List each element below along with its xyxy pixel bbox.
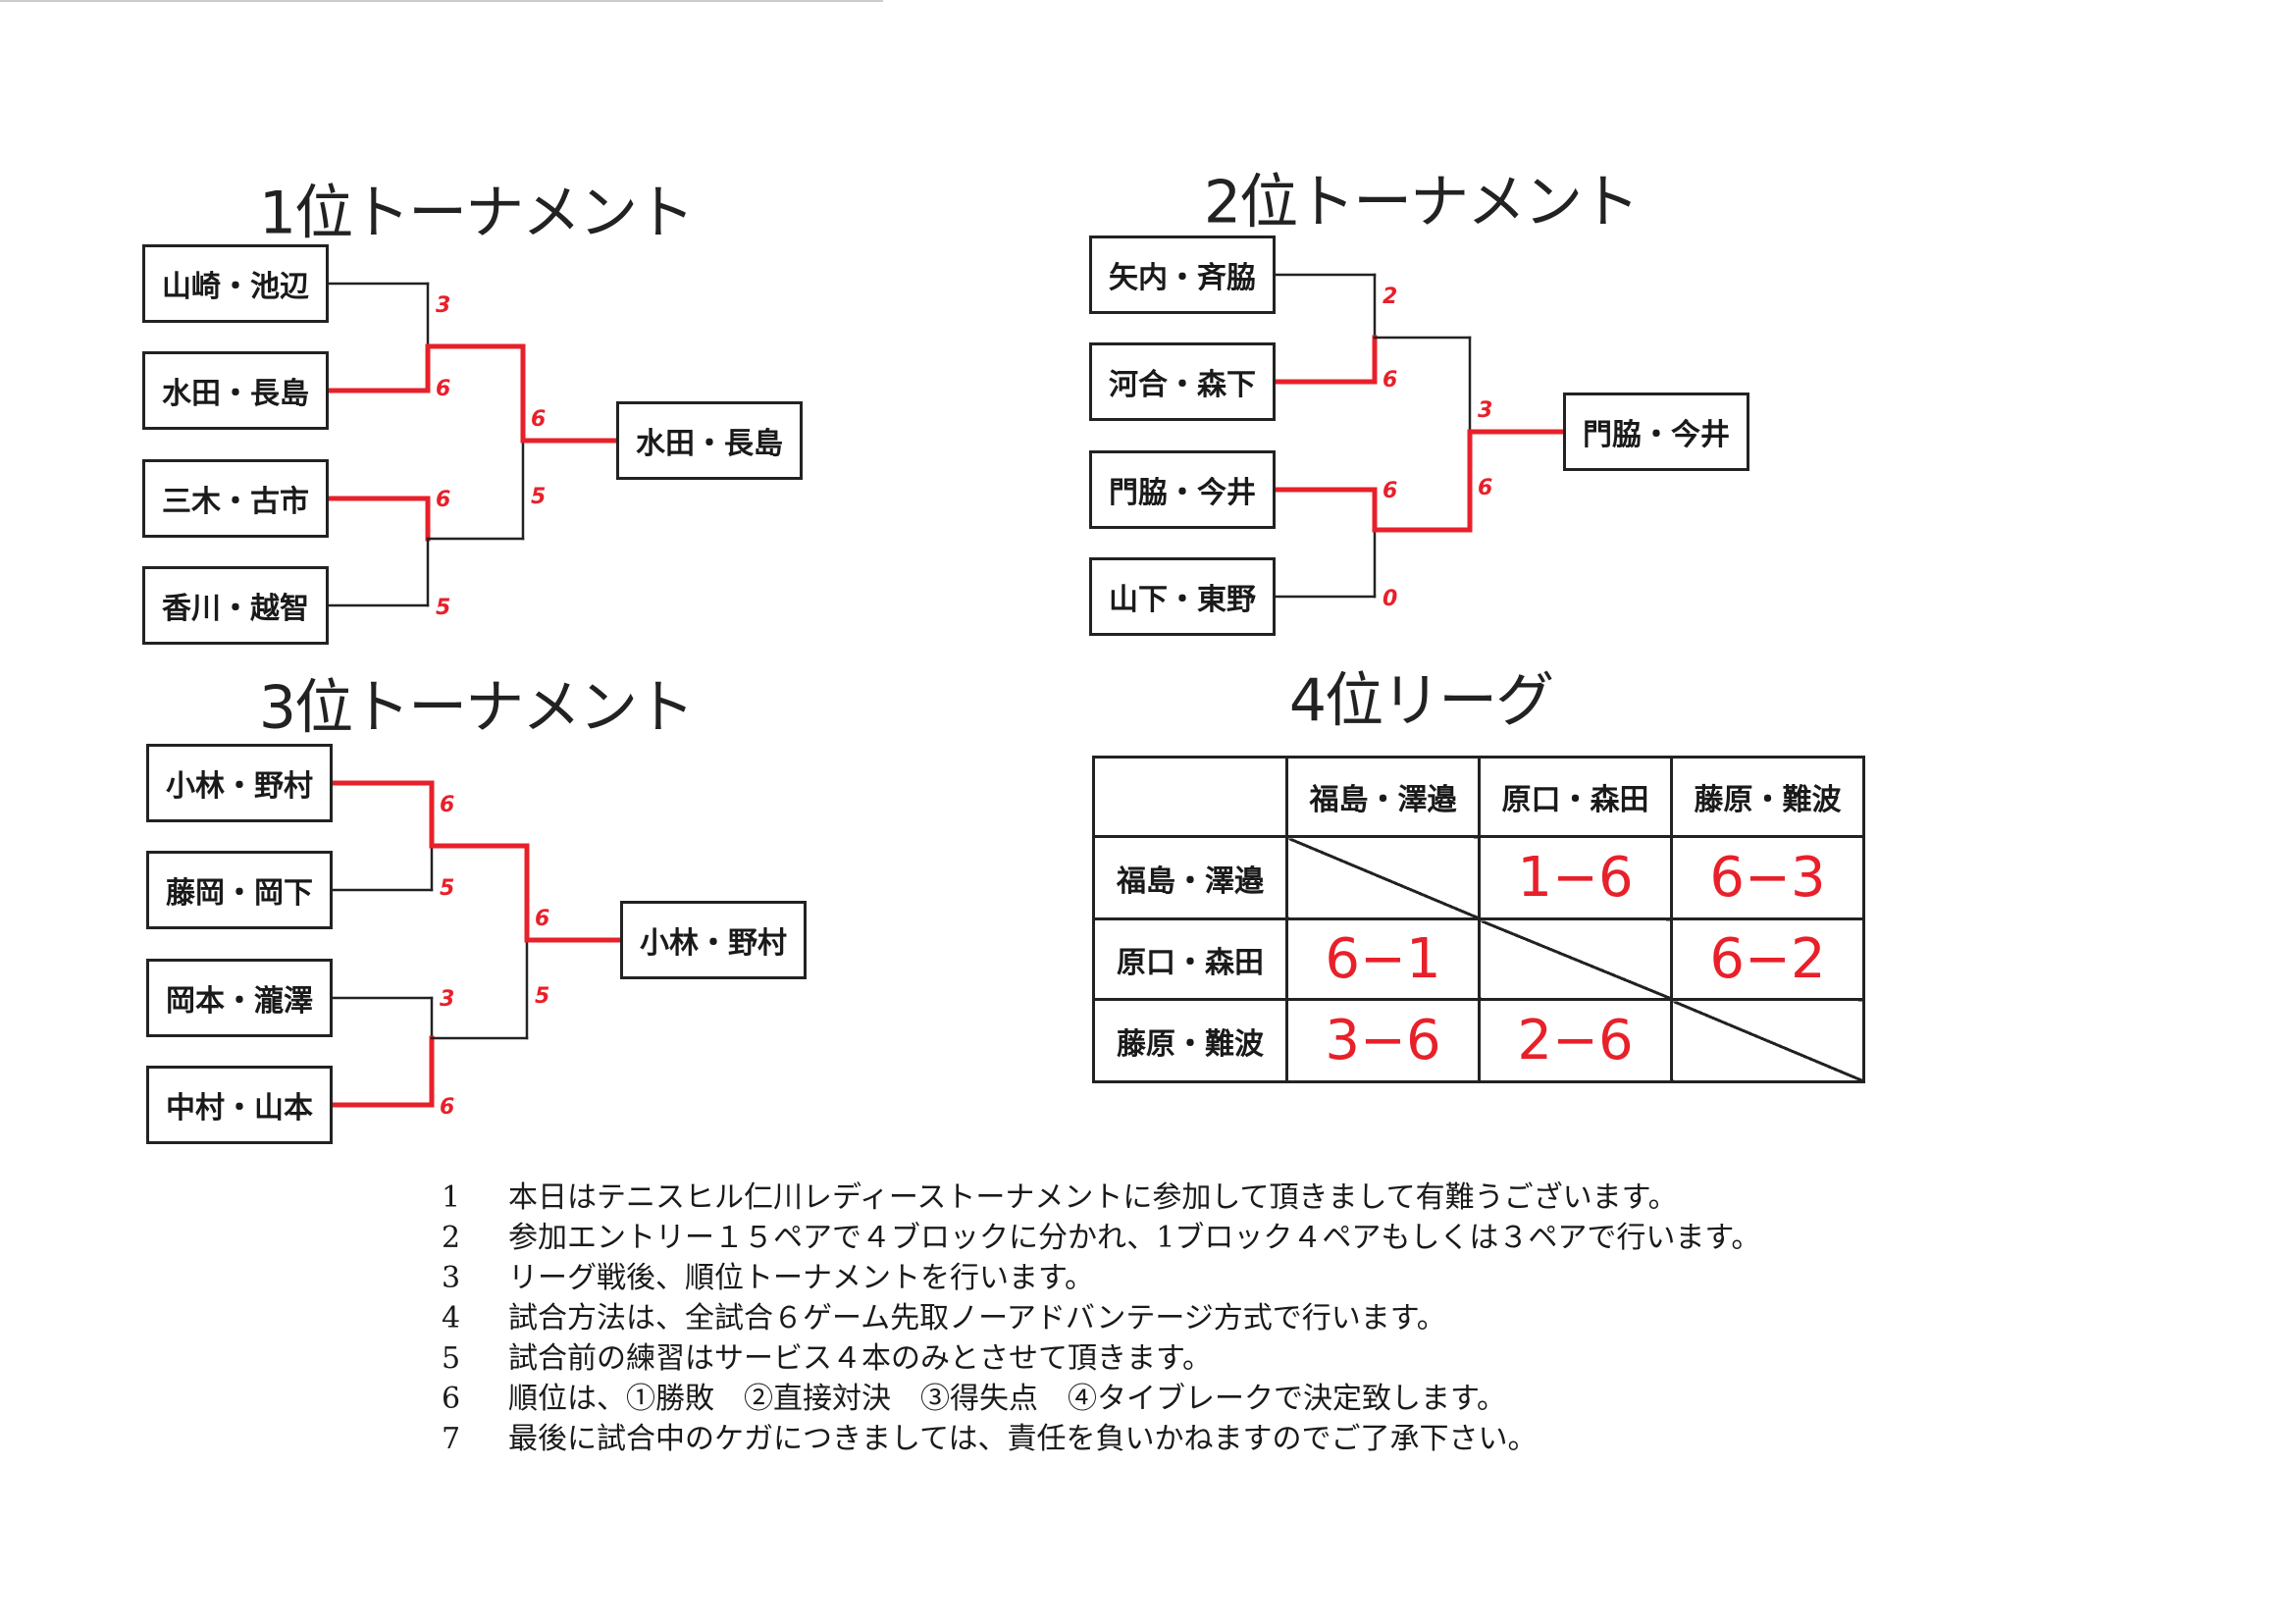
col-header: 原口・森田: [1478, 756, 1673, 838]
score-label: 5: [535, 984, 550, 1009]
score-label: 6: [1383, 368, 1398, 393]
score-label: 6: [531, 407, 547, 432]
pair-box: 岡本・瀧澤: [146, 959, 333, 1037]
note-item: 6 順位は、①勝敗 ②直接対決 ③得失点 ④タイブレークで決定致します。: [442, 1379, 1760, 1419]
pair-box: 中村・山本: [146, 1066, 333, 1144]
result-cell: 6−1: [1285, 917, 1481, 1001]
score-label: 3: [1478, 398, 1493, 423]
score-label: 6: [535, 907, 550, 931]
pair-box: 小林・野村: [146, 744, 333, 822]
diagonal-cell: [1478, 917, 1673, 1001]
score-label: 6: [440, 1095, 455, 1120]
score-label: 5: [531, 485, 547, 509]
bracket-1-title: 1位トーナメント: [258, 179, 695, 248]
note-item: 7 最後に試合中のケガにつきましては、責任を負いかねますのでご了承下さい。: [442, 1419, 1760, 1459]
bracket-2: 矢内・斉脇河合・森下門脇・今井山下・東野 門脇・今井 2 6 6 0 3 6: [1089, 236, 1815, 687]
note-text: 参加エントリー１５ペアで４ブロックに分かれ、1ブロック４ペアもしくは３ペアで行い…: [508, 1221, 1761, 1255]
note-text: 順位は、①勝敗 ②直接対決 ③得失点 ④タイブレークで決定致します。: [508, 1382, 1506, 1416]
row-header: 原口・森田: [1092, 917, 1288, 1001]
result-cell: 2−6: [1478, 998, 1673, 1083]
note-number: 1: [442, 1180, 461, 1215]
note-item: 4 試合方法は、全試合６ゲーム先取ノーアドバンテージ方式で行います。: [442, 1298, 1760, 1338]
score-label: 6: [436, 377, 451, 401]
result-cell: 3−6: [1285, 998, 1481, 1083]
note-item: 3 リーグ戦後、順位トーナメントを行います。: [442, 1258, 1760, 1298]
bracket-lines: [1273, 273, 1566, 599]
result-cell: 1−6: [1478, 835, 1673, 920]
pair-box: 藤岡・岡下: [146, 851, 333, 929]
note-text: 本日はテニスヒル仁川レディーストーナメントに参加して頂きまして有難うございます。: [508, 1180, 1678, 1215]
league-table: 福島・澤邉 原口・森田 藤原・難波 福島・澤邉 1−6 6−3 原口・森田 6−…: [1092, 756, 1865, 1083]
league-title: 4位リーグ: [1288, 666, 1554, 736]
notes-list: 1 本日はテニスヒル仁川レディーストーナメントに参加して頂きまして有難うございます…: [442, 1178, 1760, 1459]
note-item: 1 本日はテニスヒル仁川レディーストーナメントに参加して頂きまして有難うございます…: [442, 1178, 1760, 1218]
note-item: 5 試合前の練習はサービス４本のみとさせて頂きます。: [442, 1338, 1760, 1379]
bracket-3-title: 3位トーナメント: [258, 673, 695, 743]
note-text: 試合方法は、全試合６ゲーム先取ノーアドバンテージ方式で行います。: [508, 1301, 1446, 1335]
bracket-2-title: 2位トーナメント: [1203, 168, 1640, 237]
result-cell: 6−3: [1670, 835, 1865, 920]
note-text: 試合前の練習はサービス４本のみとさせて頂きます。: [508, 1341, 1212, 1376]
pair-box: 山下・東野: [1089, 557, 1276, 636]
champion-box: 門脇・今井: [1563, 393, 1749, 471]
score-label: 6: [440, 793, 455, 817]
row-header: 福島・澤邉: [1092, 835, 1288, 920]
col-header: 福島・澤邉: [1285, 756, 1481, 838]
score-label: 0: [1383, 587, 1398, 611]
note-number: 5: [442, 1341, 461, 1376]
pair-box: 三木・古市: [142, 459, 329, 538]
note-item: 2 参加エントリー１５ペアで４ブロックに分かれ、1ブロック４ペアもしくは３ペアで行…: [442, 1218, 1760, 1258]
pair-box: 河合・森下: [1089, 342, 1276, 421]
pair-box: 山崎・池辺: [142, 244, 329, 323]
score-label: 6: [1383, 479, 1398, 503]
note-text: リーグ戦後、順位トーナメントを行います。: [508, 1261, 1094, 1295]
pair-box: 矢内・斉脇: [1089, 236, 1276, 314]
pair-box: 香川・越智: [142, 566, 329, 645]
diagonal-cell: [1285, 835, 1481, 920]
bracket-1: 山崎・池辺水田・長島三木・古市香川・越智 水田・長島 3 6 6 5 6 5: [142, 244, 868, 696]
score-label: 5: [436, 596, 451, 620]
note-text: 最後に試合中のケガにつきましては、責任を負いかねますのでご了承下さい。: [508, 1422, 1538, 1456]
note-number: 2: [442, 1221, 461, 1255]
result-cell: 6−2: [1670, 917, 1865, 1001]
champion-box: 小林・野村: [620, 901, 807, 979]
score-label: 6: [436, 488, 451, 512]
score-label: 6: [1478, 476, 1493, 500]
corner-cell: [1092, 756, 1288, 838]
note-number: 4: [442, 1301, 461, 1335]
note-number: 7: [442, 1422, 461, 1456]
note-number: 3: [442, 1261, 461, 1295]
bracket-lines: [330, 780, 623, 1108]
bracket-lines: [326, 282, 619, 607]
diagonal-cell: [1670, 998, 1865, 1083]
score-label: 3: [440, 987, 455, 1012]
col-header: 藤原・難波: [1670, 756, 1865, 838]
pair-box: 水田・長島: [142, 351, 329, 430]
score-label: 5: [440, 876, 455, 901]
score-label: 3: [436, 293, 451, 318]
pair-box: 門脇・今井: [1089, 450, 1276, 529]
note-number: 6: [442, 1382, 461, 1416]
champion-box: 水田・長島: [616, 401, 803, 480]
score-label: 2: [1383, 285, 1398, 309]
row-header: 藤原・難波: [1092, 998, 1288, 1083]
scan-edge: [0, 0, 883, 2]
